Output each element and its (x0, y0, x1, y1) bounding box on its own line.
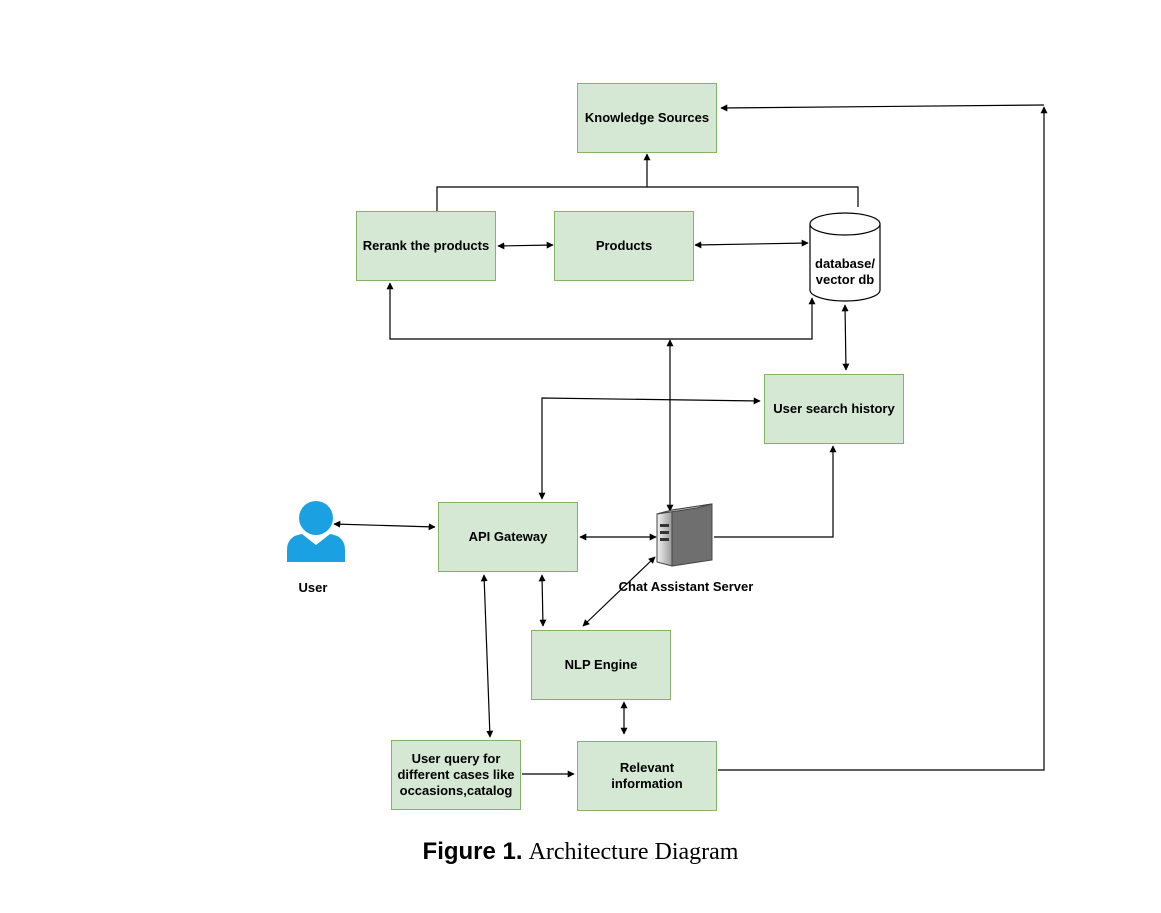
edge-user-gateway (333, 520, 436, 531)
node-relevant-information: Relevant information (577, 741, 717, 811)
edge-gateway-nlp (538, 574, 547, 627)
edge-rerank-products (497, 241, 554, 250)
edge-nlp-server (582, 556, 656, 627)
edge-products-database (694, 239, 809, 249)
edge-relevant-outer (718, 106, 1048, 771)
node-products: Products (554, 211, 694, 281)
edge-history-gateway (538, 397, 761, 500)
user-person-icon (287, 501, 345, 562)
node-api-gateway: API Gateway (438, 502, 578, 572)
figure-number: Figure 1. (422, 838, 523, 865)
edge-gateway-userquery (480, 574, 494, 738)
database-cylinder-icon (809, 212, 881, 302)
node-nlp-engine: NLP Engine (531, 630, 671, 700)
edge-rerank-database-loop (386, 282, 816, 340)
node-rerank-products: Rerank the products (356, 211, 496, 281)
user-label: User (298, 580, 328, 595)
edge-database-history (841, 304, 850, 371)
chat-server-label: Chat Assistant Server (618, 579, 754, 594)
node-knowledge-sources: Knowledge Sources (577, 83, 717, 153)
node-user-query: User query for different cases like occa… (391, 740, 521, 810)
node-user-search-history: User search history (764, 374, 904, 444)
figure-caption: Figure 1. Architecture Diagram (0, 838, 1161, 866)
database-label: database/ vector db (815, 256, 875, 287)
edge-server-history (714, 445, 837, 538)
edge-outer-to-knowledge (720, 104, 1045, 112)
figure-title: Architecture Diagram (528, 839, 739, 865)
server-tower-icon (656, 503, 713, 567)
edge-rerank-db-to-knowledge (436, 186, 859, 211)
